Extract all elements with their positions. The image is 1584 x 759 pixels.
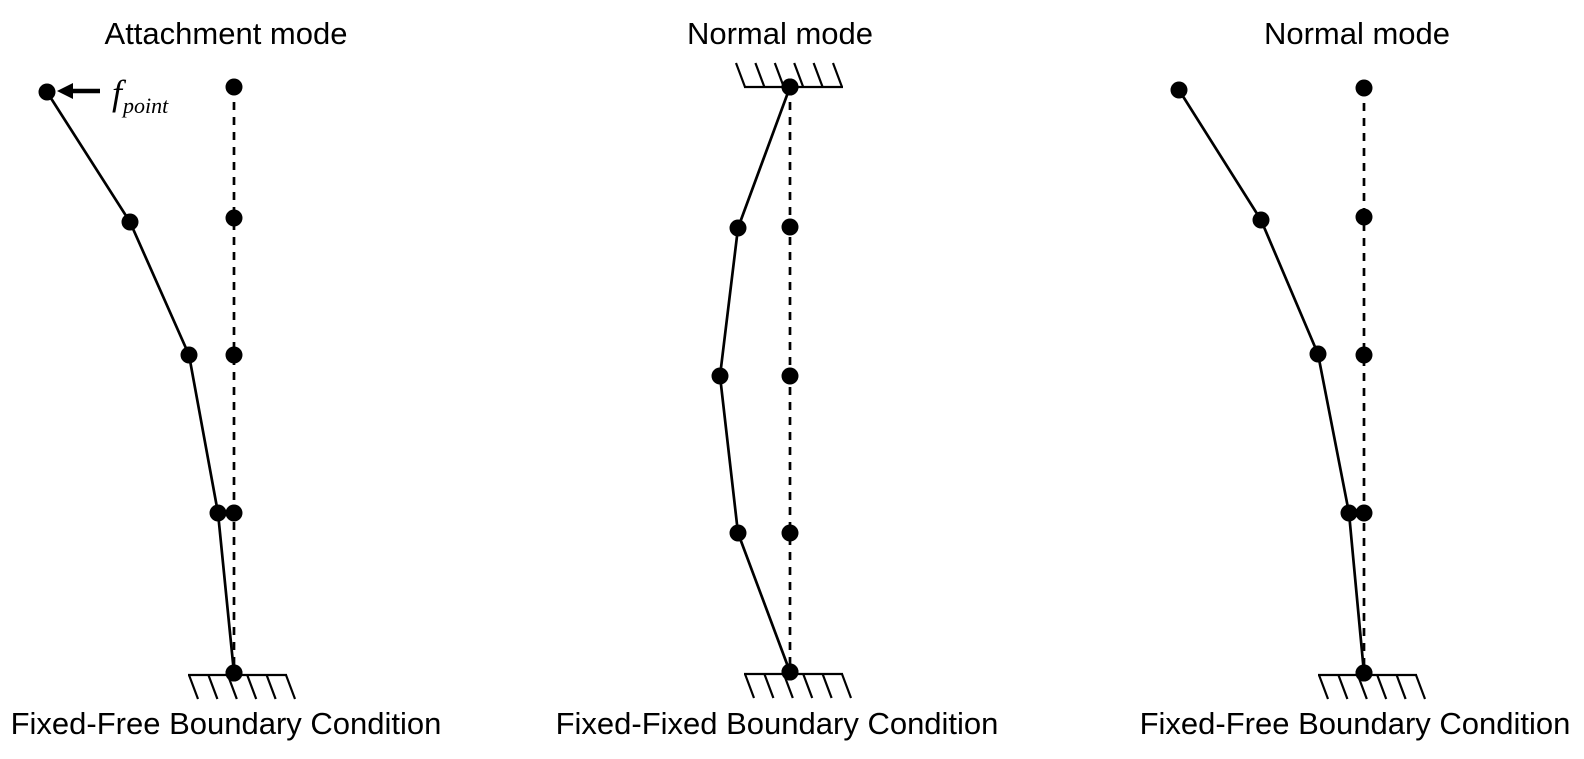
hatch-mark xyxy=(1414,674,1427,700)
panel-1-caption: Fixed-Free Boundary Condition xyxy=(10,706,442,741)
deformed-shape xyxy=(718,86,792,673)
hatch-mark xyxy=(265,674,277,700)
hatch-mark xyxy=(187,674,200,700)
hatch-mark xyxy=(773,62,785,88)
deformed-shape xyxy=(45,91,236,674)
deformed-node xyxy=(781,78,799,96)
undeformed-node xyxy=(1355,346,1373,364)
deformed-node xyxy=(729,219,747,237)
hatch-mark xyxy=(207,674,219,700)
deformed-node xyxy=(1252,211,1270,229)
deformed-node xyxy=(38,83,56,101)
panel-3-title: Normal mode xyxy=(1263,16,1451,51)
deformed-node xyxy=(121,213,139,231)
undeformed-node xyxy=(781,218,799,236)
deformed-node xyxy=(711,367,729,385)
deformed-node xyxy=(729,524,747,542)
undeformed-node xyxy=(1355,79,1373,97)
undeformed-node xyxy=(225,504,243,522)
hatch-mark xyxy=(743,673,756,699)
panel-1-title: Attachment mode xyxy=(104,16,348,51)
deformed-node xyxy=(1355,664,1373,682)
panel-1-drawing: fpoint xyxy=(38,73,297,700)
undeformed-node xyxy=(225,346,243,364)
deformed-node xyxy=(1170,81,1188,99)
undeformed-node xyxy=(225,78,243,96)
hatch-mark xyxy=(831,62,844,88)
hatch-mark xyxy=(821,673,833,699)
hatch-mark xyxy=(754,62,766,88)
hatch-mark xyxy=(284,674,297,700)
hatch-mark xyxy=(1376,674,1388,700)
deformed-node xyxy=(1340,504,1358,522)
deformed-node xyxy=(1309,345,1327,363)
undeformed-node xyxy=(781,524,799,542)
undeformed-node xyxy=(225,209,243,227)
hatch-mark xyxy=(793,62,805,88)
hatch-mark xyxy=(1337,674,1349,700)
deformed-shape xyxy=(1177,89,1366,674)
panel-3-caption: Fixed-Free Boundary Condition xyxy=(1139,706,1571,741)
undeformed-node xyxy=(781,367,799,385)
undeformed-node xyxy=(1355,504,1373,522)
panel-2-caption: Fixed-Fixed Boundary Condition xyxy=(555,706,999,741)
hatch-mark xyxy=(802,673,814,699)
hatch-mark xyxy=(812,62,824,88)
deformed-node xyxy=(781,663,799,681)
panel-2-title: Normal mode xyxy=(686,16,874,51)
force-label: fpoint xyxy=(112,73,169,118)
panel-2-drawing xyxy=(711,62,853,699)
hatch-mark xyxy=(763,673,775,699)
undeformed-node xyxy=(1355,208,1373,226)
force-arrow-head xyxy=(57,83,73,99)
deformed-node xyxy=(225,664,243,682)
panel-3-drawing xyxy=(1170,79,1427,700)
hatch-mark xyxy=(734,62,747,88)
deformed-node xyxy=(209,504,227,522)
hatch-mark xyxy=(1395,674,1407,700)
deformed-node xyxy=(180,346,198,364)
hatch-mark xyxy=(840,673,853,699)
hatch-mark xyxy=(1317,674,1330,700)
hatch-mark xyxy=(246,674,258,700)
